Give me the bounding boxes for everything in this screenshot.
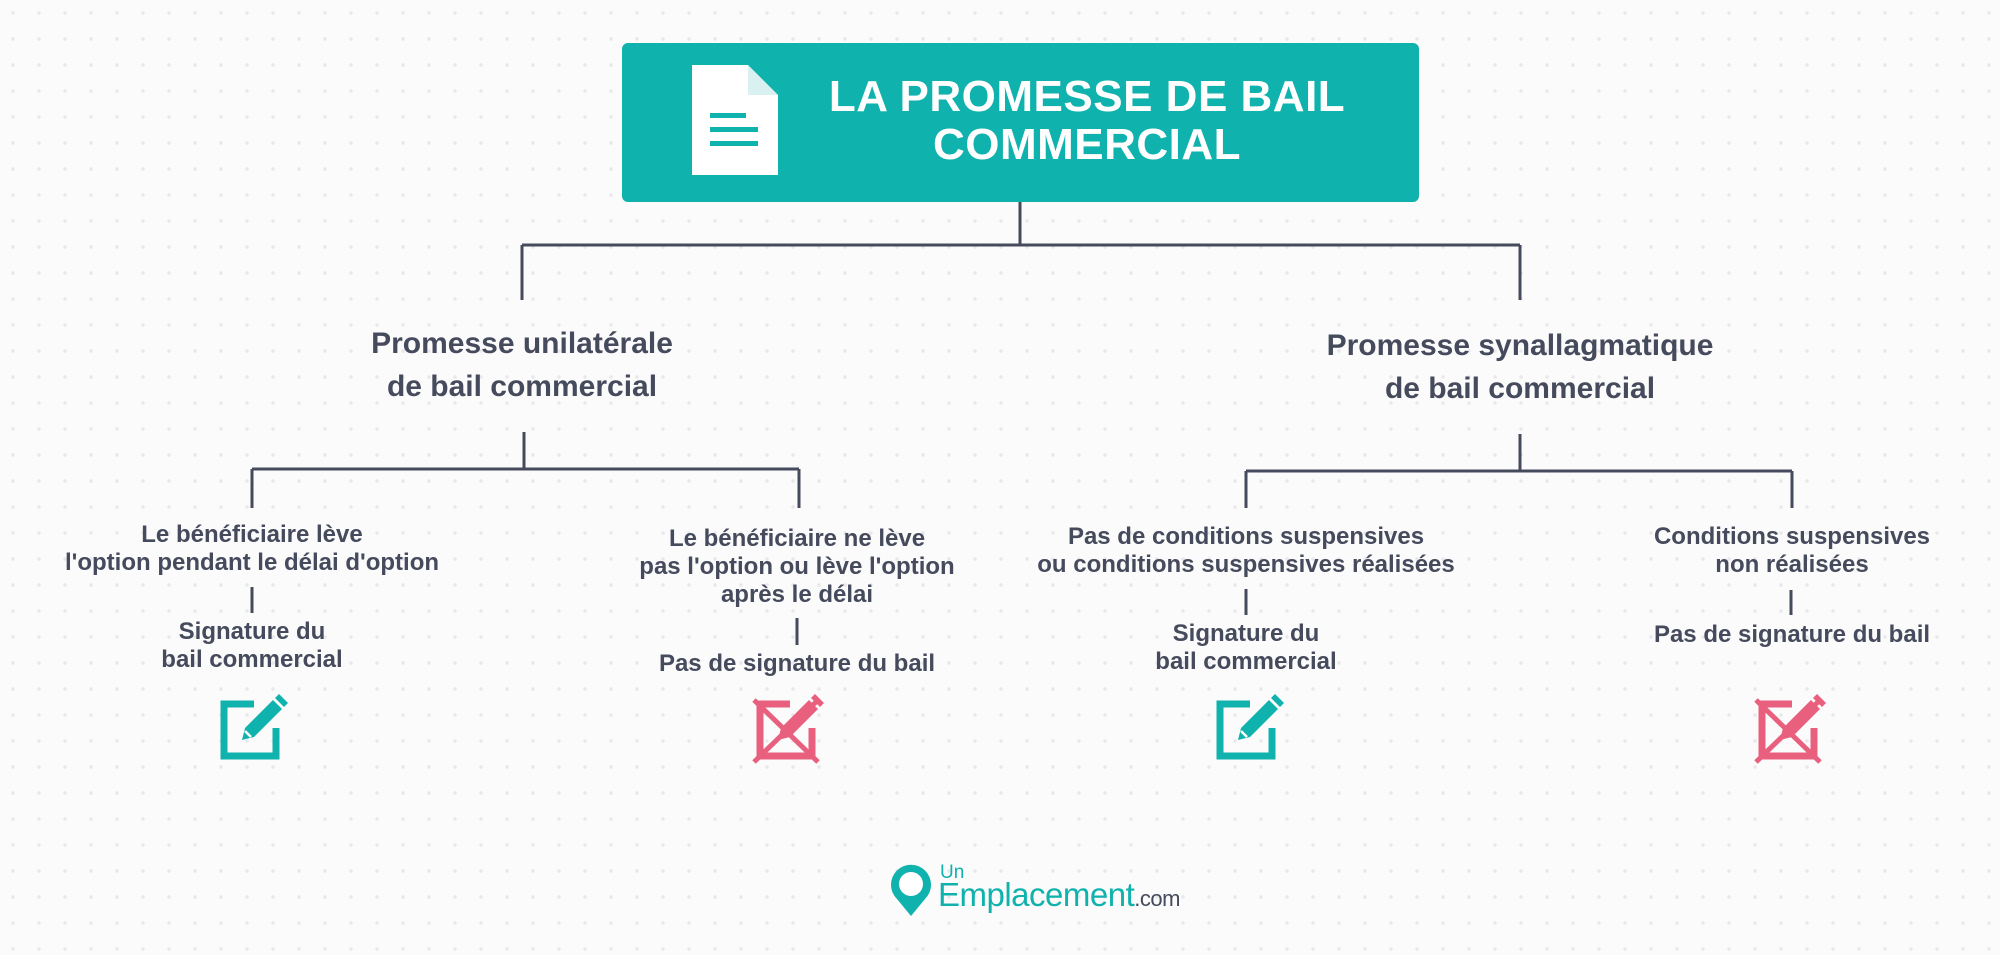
page-title: LA PROMESSE DE BAIL COMMERCIAL [812,73,1362,169]
case-condition: Le bénéficiaire ne lève pas l'option ou … [617,525,977,609]
logo-main-text: Emplacement [938,876,1135,913]
signed-edit-icon [1216,694,1284,760]
condition-line: après le délai [720,581,874,608]
logo-prefix: Un [940,862,965,883]
case-result: Pas de signature du bail [1622,621,1962,649]
branch-heading-synallagmatic: Promesse synallagmatique de bail commerc… [1270,324,1770,410]
logo-suffix: .com [1134,886,1180,911]
condition-line: Conditions suspensives [1653,523,1931,550]
title-box: LA PROMESSE DE BAIL COMMERCIAL [622,43,1419,202]
case-result: Signature du bail commercial [1096,620,1396,676]
condition-line: Le bénéficiaire ne lève [668,525,926,552]
case-condition: Pas de conditions suspensives ou conditi… [1006,523,1486,579]
condition-line: Pas de conditions suspensives [1067,523,1425,550]
result-line: Signature du [178,618,326,645]
no-signature-icon [752,694,824,764]
condition-line: pas l'option ou lève l'option [639,553,955,580]
heading-line-2: de bail commercial [1384,372,1656,405]
brand-logo[interactable]: Un Emplacement.com [888,858,1180,920]
document-icon [692,65,778,175]
condition-line: l'option pendant le délai d'option [64,549,440,576]
branch-heading-unilateral: Promesse unilatérale de bail commercial [322,322,722,408]
location-pin-icon [891,864,931,916]
result-line: bail commercial [161,646,343,673]
condition-line: ou conditions suspensives réalisées [1037,551,1455,578]
logo-wordmark: Emplacement.com [938,876,1180,914]
title-line-1: LA PROMESSE DE BAIL [828,72,1346,121]
heading-line-2: de bail commercial [386,370,658,403]
title-line-2: COMMERCIAL [932,120,1242,169]
signed-edit-icon [220,694,288,760]
case-result: Pas de signature du bail [617,650,977,678]
case-result: Signature du bail commercial [102,618,402,674]
result-line: Signature du [1172,620,1320,647]
no-signature-icon [1754,694,1826,764]
condition-line: Le bénéficiaire lève [141,521,363,548]
result-line: Pas de signature du bail [1653,621,1931,648]
heading-line-1: Promesse unilatérale [371,327,673,360]
case-condition: Le bénéficiaire lève l'option pendant le… [42,521,462,577]
result-line: Pas de signature du bail [658,650,936,677]
case-condition: Conditions suspensives non réalisées [1622,523,1962,579]
result-line: bail commercial [1155,648,1337,675]
condition-line: non réalisées [1715,551,1869,578]
heading-line-1: Promesse synallagmatique [1326,329,1714,362]
